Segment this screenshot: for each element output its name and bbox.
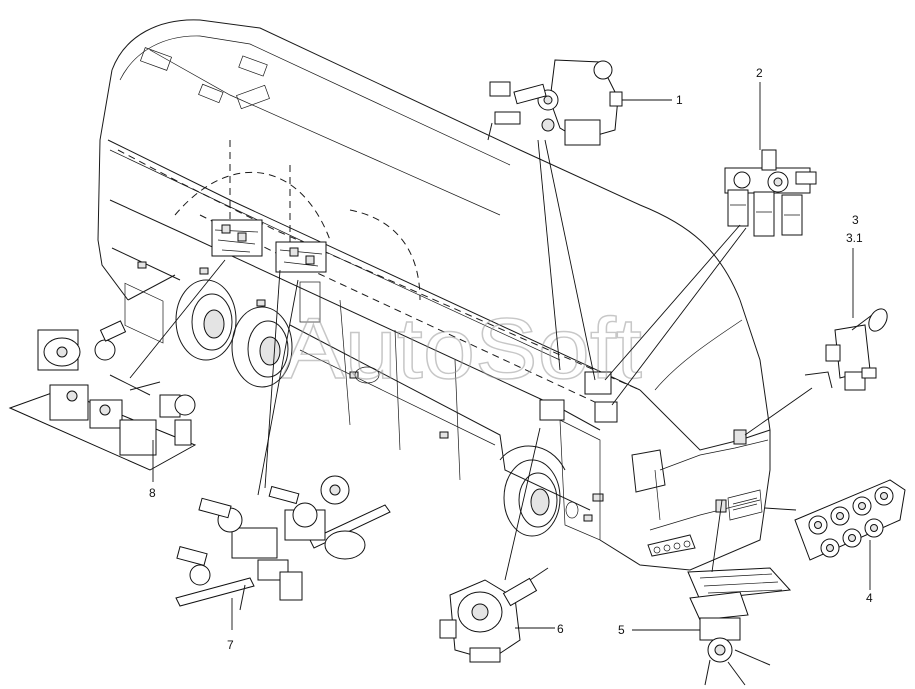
component-2-filter-unit [724, 149, 817, 237]
component-5-pedal-valve [687, 567, 792, 686]
callout-6: 6 [557, 622, 564, 636]
bus-body [97, 19, 771, 571]
component-6-brake-chamber [439, 567, 549, 663]
component-1-valve [487, 59, 623, 146]
callout-4: 4 [866, 591, 873, 605]
callout-1: 1 [676, 93, 683, 107]
in-bus-valve-cluster-mid [275, 241, 327, 273]
callout-8: 8 [149, 486, 156, 500]
component-3-lever-valve [804, 308, 888, 391]
callout-2: 2 [756, 66, 763, 80]
callout-7: 7 [227, 638, 234, 652]
watermark: AutoSoft [282, 301, 642, 397]
component-8-valve-plate [8, 320, 197, 471]
callout-5: 5 [618, 623, 625, 637]
in-bus-valve-cluster-rear [211, 219, 263, 257]
component-7-valve-assembly [175, 475, 391, 611]
component-4-connector-plate [794, 479, 906, 561]
callout-3: 3 [852, 213, 859, 227]
callout-3-1: 3.1 [846, 231, 863, 245]
